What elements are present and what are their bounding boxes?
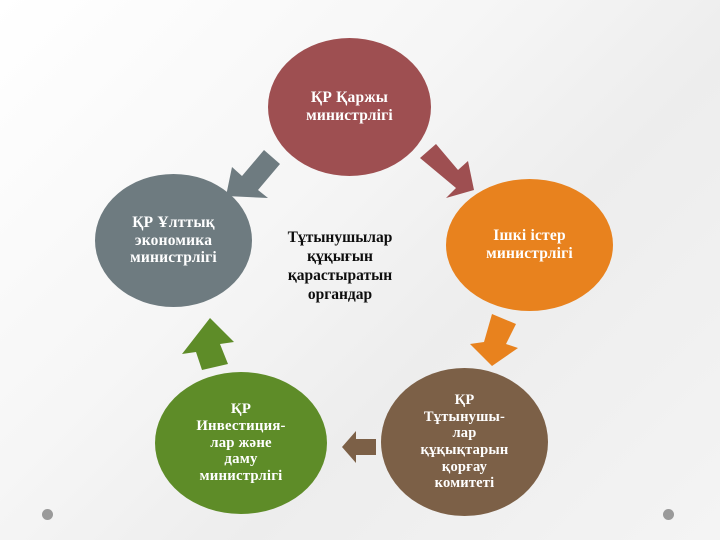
- decorative-dot-left: [42, 509, 53, 520]
- node-internal-label: Ішкі істер министрлігі: [486, 227, 573, 262]
- node-internal-affairs-ministry[interactable]: Ішкі істер министрлігі: [446, 179, 613, 311]
- arrow-consumer-to-investment: [338, 418, 382, 476]
- node-investment-label: ҚР Инвестиция- лар және даму министрлігі: [196, 400, 286, 485]
- decorative-dot-right: [663, 509, 674, 520]
- arrow-internal-to-consumer: [458, 310, 530, 374]
- node-national-economy-ministry[interactable]: ҚР Ұлттық экономика министрлігі: [95, 174, 252, 307]
- arrow-investment-to-economy: [172, 312, 244, 376]
- center-caption: Тұтынушылар құқығын қарастыратын органда…: [287, 229, 393, 303]
- arrow-finance-to-internal: [408, 140, 480, 212]
- node-finance-label: ҚР Қаржы министрлігі: [306, 89, 393, 124]
- arrow-economy-to-finance: [218, 140, 290, 212]
- node-investment-development-ministry[interactable]: ҚР Инвестиция- лар және даму министрлігі: [155, 372, 327, 514]
- node-consumer-rights-committee[interactable]: ҚР Тұтынушы- лар құқықтарын қорғау комит…: [381, 368, 548, 516]
- node-finance-ministry[interactable]: ҚР Қаржы министрлігі: [268, 38, 431, 176]
- node-economy-label: ҚР Ұлттық экономика министрлігі: [130, 214, 217, 267]
- node-consumer-label: ҚР Тұтынушы- лар құқықтарын қорғау комит…: [420, 392, 509, 492]
